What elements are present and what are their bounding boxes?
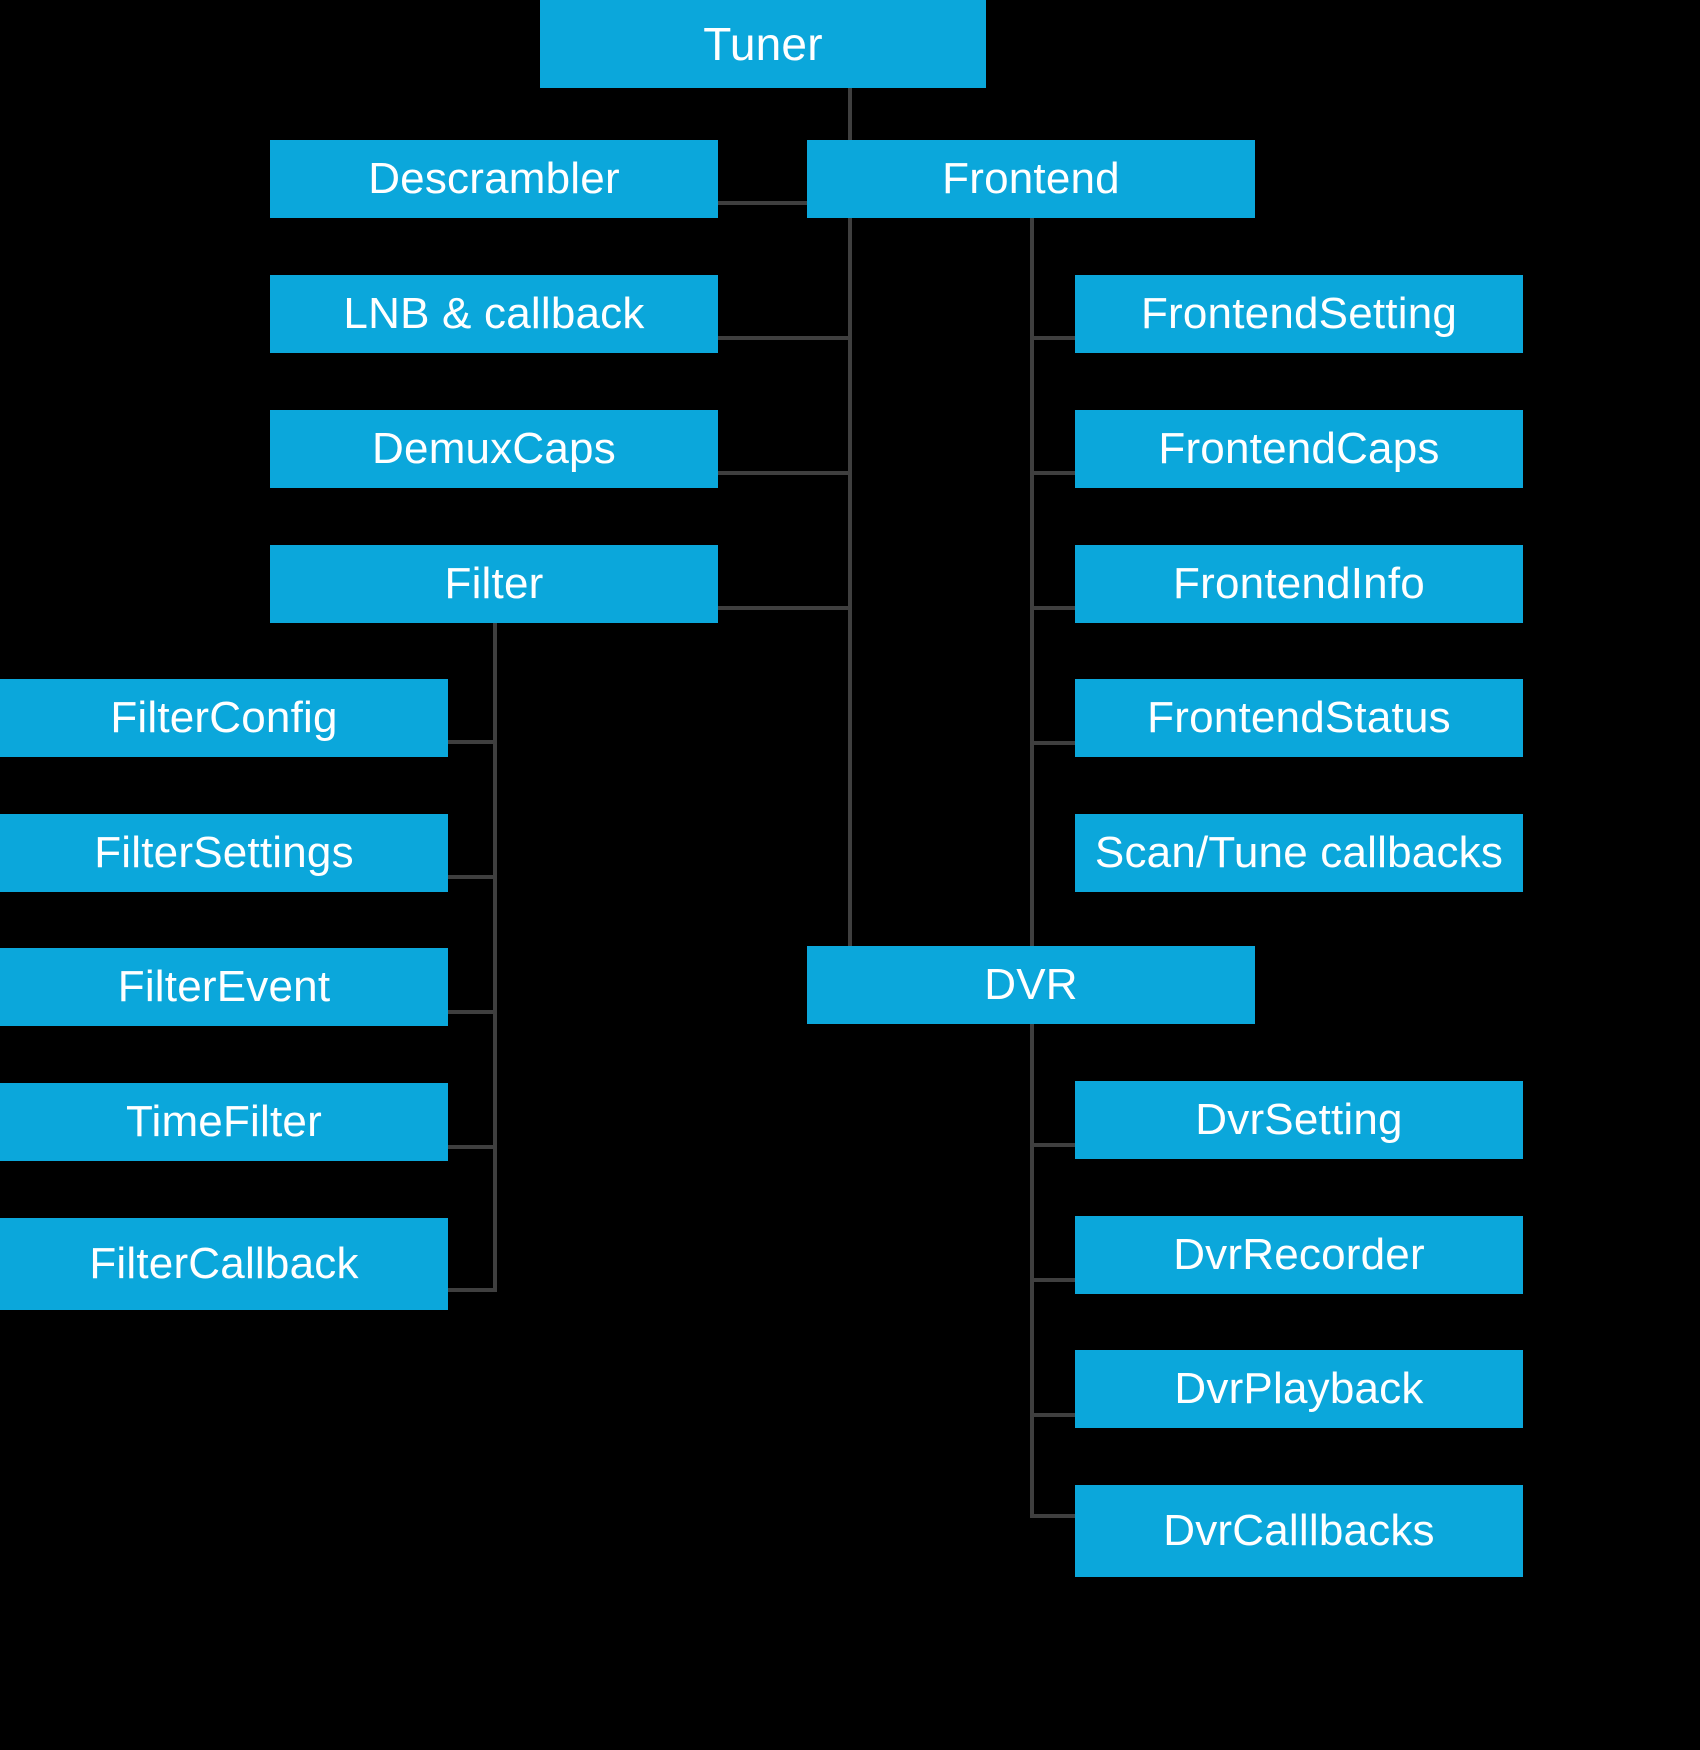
node-filtercallback[interactable]: FilterCallback	[0, 1218, 448, 1310]
edge-dvr-dvrplayback	[1030, 1413, 1077, 1417]
node-frontendstatus[interactable]: FrontendStatus	[1075, 679, 1523, 757]
edge-filter-filtersettings	[447, 875, 497, 879]
node-descrambler[interactable]: Descrambler	[270, 140, 718, 218]
node-dvr[interactable]: DVR	[807, 946, 1255, 1024]
node-dvrcalllbacks[interactable]: DvrCalllbacks	[1075, 1485, 1523, 1577]
node-frontend[interactable]: Frontend	[807, 140, 1255, 218]
node-frontendcaps[interactable]: FrontendCaps	[1075, 410, 1523, 488]
edge-frontend-frontendinfo	[1030, 606, 1077, 610]
edge-frontend-frontendstatus	[1030, 741, 1077, 745]
node-scan-tune-callbacks[interactable]: Scan/Tune callbacks	[1075, 814, 1523, 892]
edge-frontend-frontendcaps	[1030, 471, 1077, 475]
edge-tuner-demuxcaps	[718, 471, 850, 475]
node-tuner[interactable]: Tuner	[540, 0, 986, 88]
node-frontendsetting[interactable]: FrontendSetting	[1075, 275, 1523, 353]
edge-filter-filterevent	[447, 1010, 497, 1014]
node-frontendinfo[interactable]: FrontendInfo	[1075, 545, 1523, 623]
edge-dvr-dvrrecorder	[1030, 1278, 1077, 1282]
edge-dvr-spine	[1030, 1024, 1034, 1517]
node-demuxcaps[interactable]: DemuxCaps	[270, 410, 718, 488]
node-timefilter[interactable]: TimeFilter	[0, 1083, 448, 1161]
edge-filter-filtercallback	[447, 1288, 497, 1292]
node-filterevent[interactable]: FilterEvent	[0, 948, 448, 1026]
edge-filter-timefilter	[447, 1145, 497, 1149]
edge-frontend-spine	[1030, 218, 1034, 952]
node-filter[interactable]: Filter	[270, 545, 718, 623]
edge-dvr-dvrsetting	[1030, 1143, 1077, 1147]
edge-tuner-filter	[718, 606, 850, 610]
edge-filter-filterconfig	[447, 740, 497, 744]
edge-tuner-trunk	[848, 88, 852, 986]
node-lnb-callback[interactable]: LNB & callback	[270, 275, 718, 353]
node-dvrrecorder[interactable]: DvrRecorder	[1075, 1216, 1523, 1294]
edge-tuner-descrambler	[718, 201, 850, 205]
edge-frontend-frontendsetting	[1030, 336, 1077, 340]
edge-dvr-dvrcalllbacks	[1030, 1514, 1077, 1518]
node-filterconfig[interactable]: FilterConfig	[0, 679, 448, 757]
edge-filter-spine	[493, 618, 497, 1290]
node-dvrsetting[interactable]: DvrSetting	[1075, 1081, 1523, 1159]
node-filtersettings[interactable]: FilterSettings	[0, 814, 448, 892]
edge-tuner-lnb	[718, 336, 850, 340]
node-dvrplayback[interactable]: DvrPlayback	[1075, 1350, 1523, 1428]
